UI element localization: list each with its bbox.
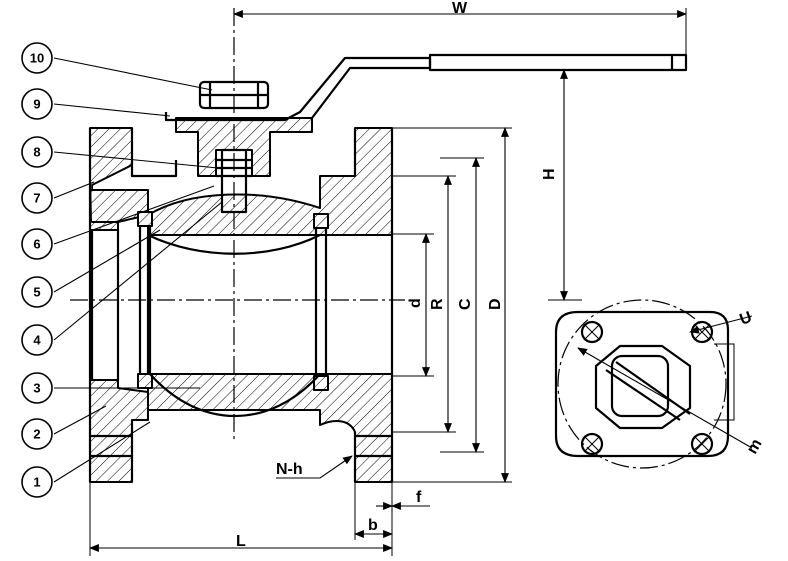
balloon-2: 2 [21, 418, 53, 450]
dim-label-C: C [457, 298, 474, 310]
dim-label-W: W [452, 0, 468, 17]
svg-text:3: 3 [33, 381, 40, 396]
balloon-4: 4 [21, 324, 53, 356]
dim-label-R: R [429, 298, 446, 310]
dim-label-H: H [541, 168, 558, 180]
balloon-3: 3 [21, 372, 53, 404]
part-balloons: 10 9 8 7 6 5 4 3 2 1 [21, 42, 223, 498]
dim-label-f: f [416, 489, 422, 506]
top-view-flange [554, 299, 753, 469]
svg-text:8: 8 [33, 145, 40, 160]
valve-body-section [88, 117, 394, 483]
svg-text:2: 2 [33, 427, 40, 442]
center-lines [70, 8, 405, 440]
svg-text:10: 10 [30, 51, 44, 66]
dim-label-U: U [738, 309, 755, 329]
svg-text:9: 9 [33, 97, 40, 112]
dim-label-L: L [236, 533, 246, 550]
dim-label-b: b [368, 517, 378, 534]
dimension-lines [89, 8, 687, 556]
balloon-10: 10 [21, 42, 53, 74]
balloon-8: 8 [21, 136, 53, 168]
svg-text:6: 6 [33, 237, 40, 252]
balloon-6: 6 [21, 228, 53, 260]
dim-label-m: m [744, 436, 766, 457]
svg-text:5: 5 [33, 285, 40, 300]
balloon-5: 5 [21, 276, 53, 308]
balloon-7: 7 [21, 182, 53, 214]
dim-label-D: D [487, 298, 504, 310]
dim-label-N-h: N-h [276, 461, 303, 478]
svg-text:4: 4 [33, 333, 41, 348]
dim-label-d: d [407, 298, 424, 308]
handle-assembly [164, 53, 688, 122]
balloon-9: 9 [21, 88, 53, 120]
svg-text:1: 1 [33, 475, 40, 490]
balloon-1: 1 [21, 466, 53, 498]
svg-text:7: 7 [33, 191, 40, 206]
